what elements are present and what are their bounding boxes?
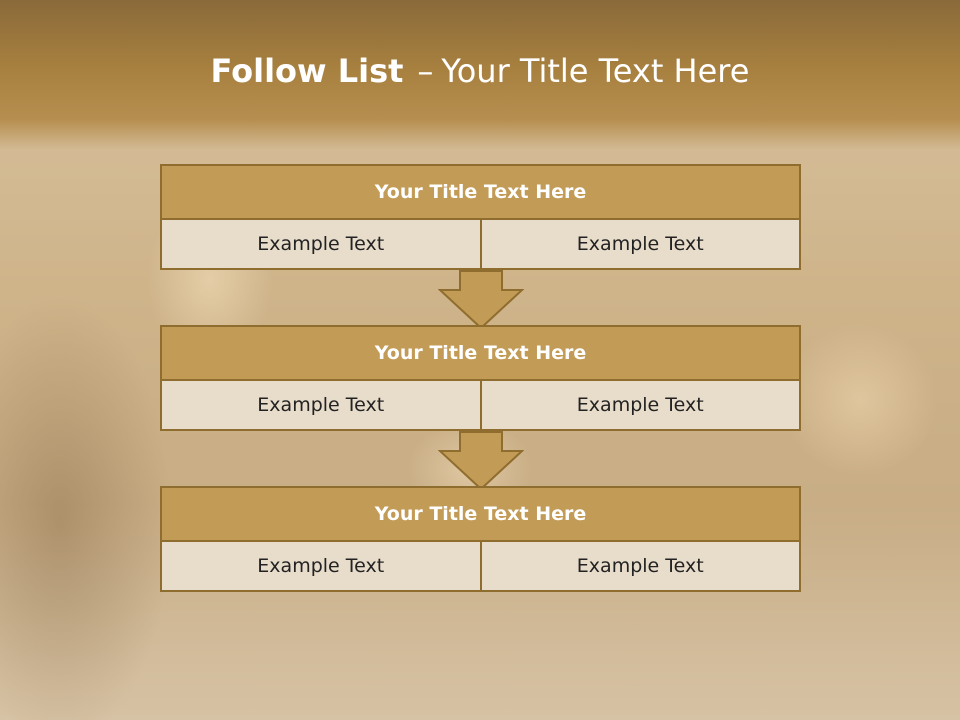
block-cell-left: Example Text <box>160 542 482 592</box>
list-block-3: Your Title Text Here Example Text Exampl… <box>160 486 801 592</box>
block-cell-left: Example Text <box>160 381 482 431</box>
down-arrow-icon <box>438 431 524 491</box>
block-title: Your Title Text Here <box>160 486 801 542</box>
block-row: Example Text Example Text <box>160 381 801 431</box>
block-cell-left: Example Text <box>160 220 482 270</box>
slide-title-bold: Follow List <box>210 52 404 90</box>
block-row: Example Text Example Text <box>160 220 801 270</box>
block-title: Your Title Text Here <box>160 325 801 381</box>
down-arrow-icon <box>438 270 524 330</box>
list-block-1: Your Title Text Here Example Text Exampl… <box>160 164 801 270</box>
block-cell-right: Example Text <box>481 542 801 592</box>
slide-title-rest: Your Title Text Here <box>441 52 750 90</box>
block-cell-right: Example Text <box>481 220 801 270</box>
slide-title: Follow List–Your Title Text Here <box>0 52 960 90</box>
list-block-2: Your Title Text Here Example Text Exampl… <box>160 325 801 431</box>
block-cell-right: Example Text <box>481 381 801 431</box>
header-band <box>0 0 960 150</box>
block-row: Example Text Example Text <box>160 542 801 592</box>
slide-title-dash: – <box>417 52 434 90</box>
block-title: Your Title Text Here <box>160 164 801 220</box>
